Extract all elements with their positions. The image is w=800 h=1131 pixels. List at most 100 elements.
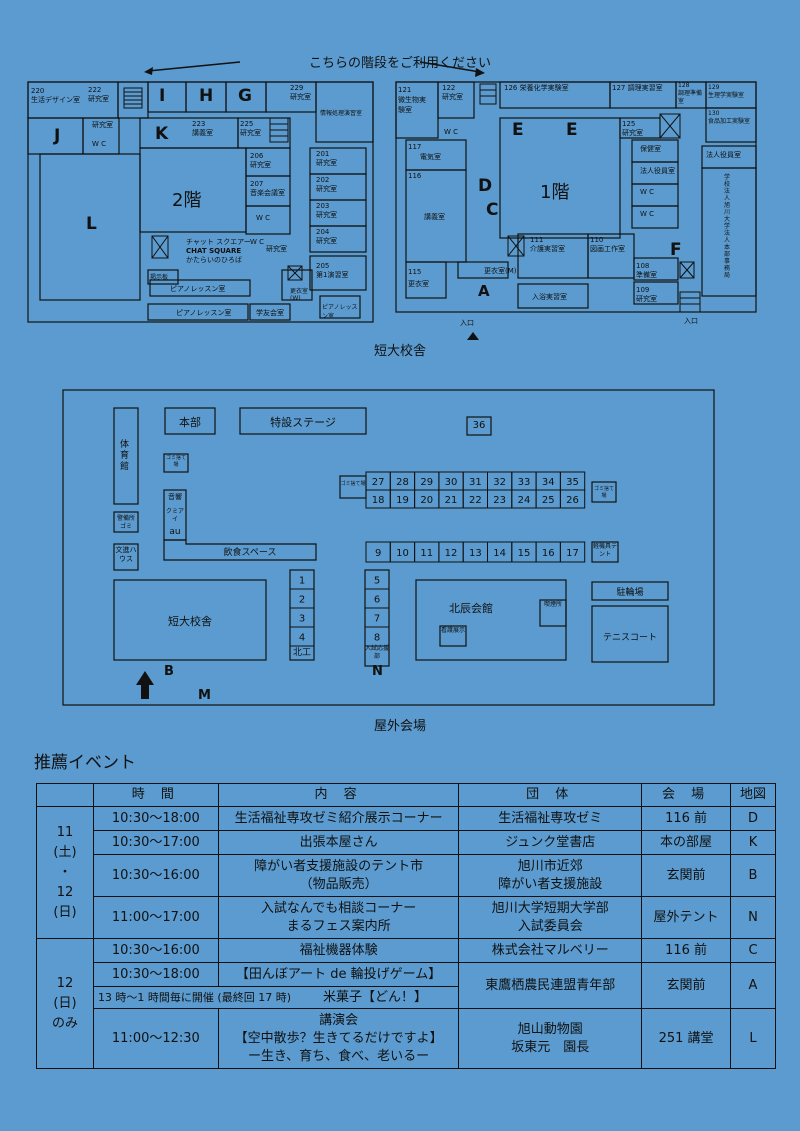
day1-label-line: (日) [53,904,77,920]
map-letter-h: H [199,86,214,106]
header-org: 団 体 [458,783,643,807]
room-224: 研究室 [92,121,113,129]
event-content-line: 福祉機器体験 [299,942,378,958]
event-content-line: ー生き、育ち、食べ、老いるー [248,1048,430,1064]
booth-23: 23 [493,495,506,506]
event-venue-line: 251 講堂 [658,1030,714,1046]
event-time: 10:30〜18:00 [92,962,219,987]
event-venue-line: 116 前 [665,942,708,958]
map-letter-b: B [164,664,174,679]
booth-12: 12 [445,548,458,559]
event-venue-line: 本の部屋 [660,834,713,850]
day2-label-line: (日) [53,995,77,1011]
event-time-line: 10:30〜16:00 [111,942,200,958]
changing-room-w: 更衣室(W) [290,288,309,302]
kiki-tent: 軽機具テント [592,543,617,558]
piano-room-2: ピアノレッスン室 [176,309,232,317]
event-content-line: 【田んぼアート de 輪投げゲーム】 [235,966,442,982]
day2-label-line: のみ [51,1015,78,1031]
booth-11: 11 [420,548,433,559]
room-127: 127 調理実習室 [612,84,663,92]
booth-36: 36 [472,420,486,431]
bunpo-house: 文進ハウス [115,546,137,563]
event-content: 障がい者支援施設のテント市 （物品販売） [217,854,460,897]
booth-21: 21 [445,495,458,506]
event-row: 10:30〜18:00 【田んぼアート de 輪投げゲーム】東鷹栖農民連盟青年部 玄… [37,962,777,1009]
event-map-letter-line: K [748,834,758,850]
event-org-line: 旭山動物園 [517,1021,583,1037]
room-jouhou: 情報処理演習室 [320,110,363,117]
event-venue-line: 玄関前 [666,977,706,993]
booth-26: 26 [566,495,579,506]
booth-10: 10 [396,548,409,559]
nyuyoku-room: 入浴実習室 [532,293,567,301]
event-map-letter-line: B [748,867,758,883]
event-content: 講演会【空中散歩？生きてるだけですよ】ー生き、育ち、食べ、老いるー [217,1008,460,1069]
event-venue: 116 前 [641,806,731,831]
map-letter-j: J [54,126,61,146]
event-org-line: 障がい者支援施設 [498,876,603,892]
event-org-line: 株式会社マルベリー [491,942,609,958]
event-content-line: 入試なんでも相談コーナー [260,900,417,916]
floor2-title: 2階 [172,190,202,211]
kitsuen-area: 喫煙所 [543,601,562,608]
hokushin-hall: 北辰会館 [449,602,493,615]
event-venue: 本の部屋 [641,830,731,855]
event-org: 旭山動物園坂東元 園長 [458,1008,643,1069]
event-content-line: 講演会 [319,1012,359,1028]
map-letter-g: G [238,86,252,106]
gakkou-hojin-office: 学校法人旭川大学法人本部事務局 [724,174,731,279]
booth-6: 6 [374,595,380,606]
booth-16: 16 [542,548,555,559]
booth-24: 24 [518,495,531,506]
outdoor-caption: 屋外会場 [373,719,426,734]
event-content-line: まるフェス案内所 [286,918,391,934]
main-entrance-arrow [467,332,479,340]
gakuyukai-room: 学友会室 [256,309,284,317]
entrance-main-label: 入口 [460,319,474,327]
changing-room-m: 更衣室(M) [484,267,517,275]
gomi-1: ゴミ捨て場 [165,455,186,468]
event-content-line: 出張本屋さん [299,834,378,850]
event-org-line: 坂東元 園長 [511,1039,590,1055]
wc-2f-b: W C [256,214,271,222]
event-content-line: 障がい者支援施設のテント市 [254,858,424,874]
map-letter-e1: E [512,120,524,140]
gomi-2: ゴミ捨て場 [340,481,366,487]
stairs-note: こちらの階段をご利用ください [308,56,491,71]
booth-9: 9 [375,548,381,559]
header-time: 時 間 [92,783,219,807]
event-org-line: 旭川市近郊 [517,858,583,874]
event-content-line: （物品販売） [299,876,378,892]
honbu-label: 本部 [179,416,201,429]
tankidai-building: 短大校舎 [168,615,212,628]
event-time: 11:00〜12:30 [92,1008,219,1069]
header-content: 内 容 [217,783,460,807]
event-org-line: 東鷹栖農民連盟青年部 [485,977,616,993]
booth-15: 15 [518,548,531,559]
booth-27: 27 [372,477,385,488]
event-venue-line: 玄関前 [666,867,706,883]
event-time: 10:30〜16:00 [92,854,219,897]
day1-label-line: ・ [58,864,72,880]
event-org: 株式会社マルベリー [458,938,643,963]
event-time-line: 11:00〜12:30 [111,1030,200,1046]
gomi-3: ゴミ捨て場 [593,486,614,499]
wc-1f-a: W C [444,128,459,136]
